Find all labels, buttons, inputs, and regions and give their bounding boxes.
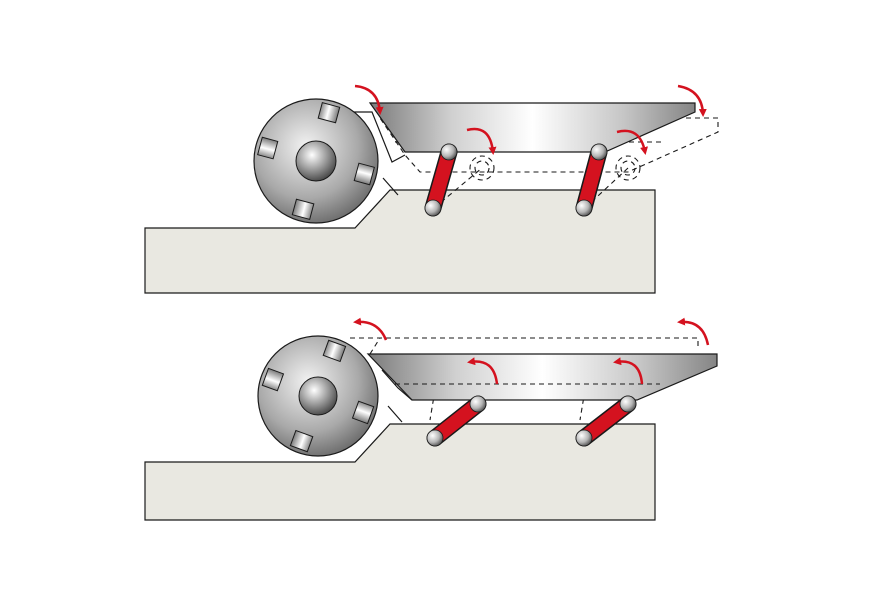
lower-cutter-pocket [381, 369, 413, 423]
rotation-arrow-icon [466, 127, 497, 155]
upper-cutter-head-icon [253, 98, 379, 224]
rotation-arrow-icon [677, 317, 710, 346]
lower-parallel-link-left-icon [426, 395, 487, 447]
upper-parallel-link-left-icon [424, 143, 458, 217]
lower-cutter-head-icon [257, 335, 379, 457]
rotation-arrow-icon [616, 129, 648, 155]
rotation-arrow-icon [677, 84, 707, 117]
upper-parallel-link-right-icon [575, 143, 608, 217]
lower-panel [144, 317, 718, 521]
upper-rotation-arrows [354, 84, 707, 155]
rotation-arrow-icon [613, 357, 644, 385]
upper-table-base [144, 189, 656, 294]
rotation-arrow-icon [467, 357, 499, 385]
rotation-arrow-icon [353, 317, 388, 341]
lower-rotation-arrows [353, 317, 710, 385]
lower-table-base [144, 423, 656, 521]
upper-fence-plate [368, 102, 696, 153]
upper-panel [144, 84, 719, 294]
rotation-arrow-icon [354, 84, 384, 115]
upper-cutter-pocket [350, 111, 406, 196]
lower-parallel-link-right-icon [575, 395, 637, 447]
lower-fence-plate [366, 353, 718, 401]
